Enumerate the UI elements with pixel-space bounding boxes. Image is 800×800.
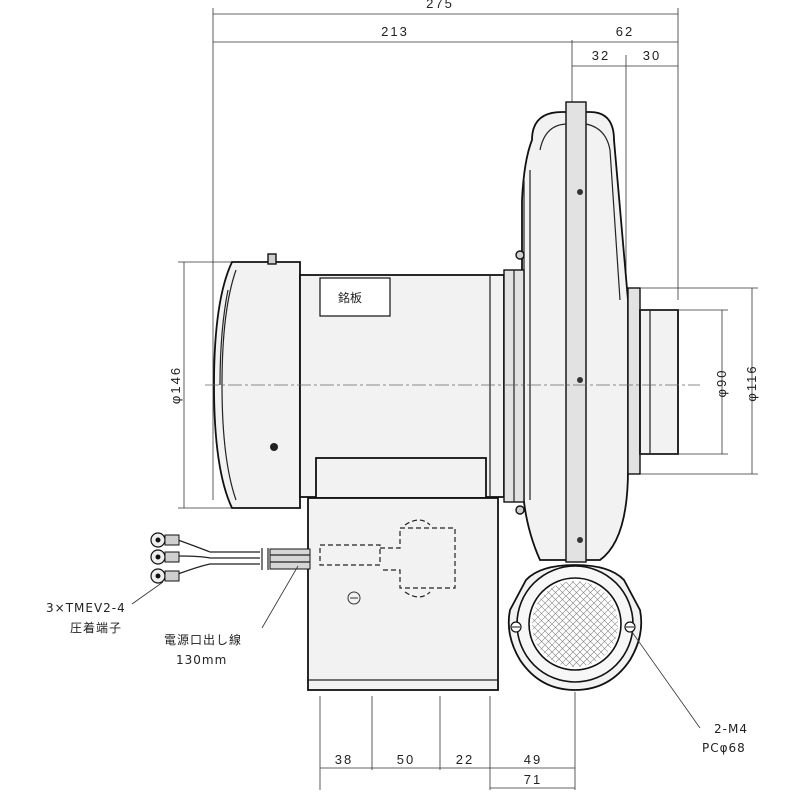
dim-30: 30: [643, 48, 661, 63]
top-dimensions: 275 213 62 32 30: [212, 0, 679, 500]
inlet: [507, 564, 643, 691]
bolt-dot: [577, 537, 583, 543]
nameplate: [319, 277, 391, 317]
front-flange: [565, 101, 587, 563]
dim-32: 32: [592, 48, 610, 63]
bolt-pcd-label: PCφ68: [702, 741, 746, 755]
ground-symbol: [347, 591, 361, 605]
dim-22: 22: [456, 752, 474, 767]
crimp-terminal: [150, 549, 180, 565]
terminal-box: [307, 497, 499, 691]
outlet-dimensions: φ90 φ116: [640, 287, 759, 475]
cable-length-label: 130mm: [176, 653, 227, 667]
dim-49: 49: [524, 752, 542, 767]
dim-phi90: φ90: [714, 369, 729, 398]
terminal-box: [307, 457, 499, 691]
dim-275: 275: [426, 0, 454, 11]
terminal-box-top: [315, 457, 487, 499]
bolt-spec-label: 2-M4: [714, 722, 748, 736]
end-cover-screw: [270, 443, 278, 451]
crimp-terminal: [150, 568, 180, 584]
bolt-dot: [515, 250, 525, 260]
end-cover-tab: [267, 253, 277, 265]
dim-phi146: φ146: [168, 366, 183, 404]
notes: 3×TMEV2-4 圧着端子 電源口出し線 130mm 2-M4 PCφ68: [46, 565, 748, 755]
power-cable: [150, 532, 311, 584]
bolt-dot: [577, 377, 583, 383]
outlet-nozzle: [639, 309, 679, 455]
bolt-dot: [577, 189, 583, 195]
bottom-dimensions: 38 50 22 49 71: [319, 692, 576, 790]
outlet-flange: [627, 287, 641, 475]
dim-50: 50: [397, 752, 415, 767]
dim-213: 213: [381, 24, 409, 39]
cable-gland-hidden: [319, 544, 381, 566]
bolt-dot: [515, 505, 525, 515]
crimp-terminal: [150, 532, 180, 548]
dim-phi116: φ116: [744, 364, 759, 401]
dim-38: 38: [335, 752, 353, 767]
terminal-name-label: 圧着端子: [70, 620, 122, 635]
cable-sheath: [269, 548, 311, 570]
nameplate-label: 銘板: [338, 290, 362, 305]
dim-71: 71: [524, 772, 542, 787]
terminal-model-label: 3×TMEV2-4: [46, 601, 126, 615]
inlet-opening: [528, 577, 622, 671]
dim-62: 62: [616, 24, 634, 39]
blower-housing: [515, 101, 637, 563]
cable-name-label: 電源口出し線: [164, 632, 242, 647]
outlet-pipe: [627, 287, 679, 475]
